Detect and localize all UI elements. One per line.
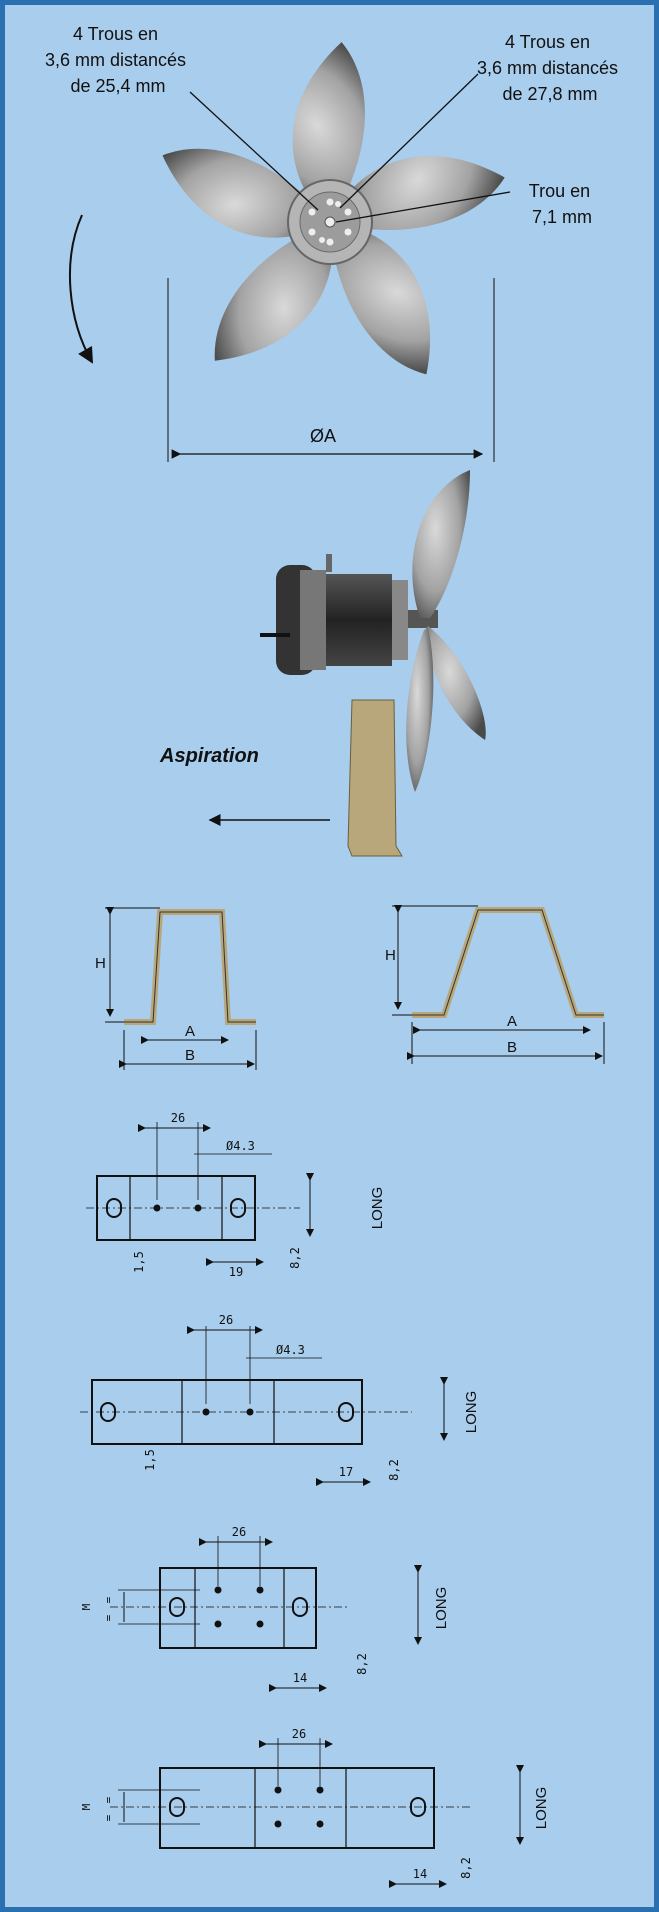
bracket-straight: H A B — [95, 907, 257, 1070]
plate-1-hole-right — [194, 1204, 202, 1212]
bracket-trapezoid: H A B — [385, 905, 605, 1064]
callout-hole-line1: Trou en — [529, 181, 590, 201]
plate-3-hole-4 — [256, 1620, 264, 1628]
callout-left-line2: 3,6 mm distancés — [45, 50, 186, 70]
callout-right-leader — [339, 73, 479, 209]
callout-left-line3: de 25,4 mm — [70, 76, 165, 96]
callout-right-line2: 3,6 mm distancés — [477, 58, 618, 78]
plate-3-label-26: 26 — [232, 1525, 246, 1539]
plate-3-hole-3 — [214, 1620, 222, 1628]
callout-left-leader — [189, 91, 319, 211]
plate-3-hole-2 — [256, 1586, 264, 1594]
fan-side-view: Aspiration — [159, 470, 486, 857]
diameter-label: ØA — [310, 426, 336, 446]
plate-2-hole-right — [246, 1408, 254, 1416]
plate-1-hole-left — [153, 1204, 161, 1212]
plate-3-label-slot: 14 — [293, 1671, 307, 1685]
plate-3-label-eq-top: = — [102, 1596, 115, 1603]
plate-2-hole-left — [202, 1408, 210, 1416]
plate-drawing-1: 26 Ø4.3 1,5 19 LONG 8,2 — [86, 1111, 386, 1279]
plate-2-label-hole: Ø4.3 — [276, 1343, 305, 1357]
plate-1-label-26: 26 — [171, 1111, 185, 1125]
fan-top-view: 4 Trous en 3,6 mm distancés de 25,4 mm 4… — [45, 24, 623, 462]
mounting-bracket — [347, 699, 403, 857]
plate-1-label-height: 8,2 — [288, 1247, 302, 1269]
bracket-trapezoid-profile — [412, 907, 604, 1018]
plate-2-label-offset: 1,5 — [143, 1449, 157, 1471]
bracket-trapezoid-h-label: H — [385, 947, 396, 964]
plate-1-slot-right — [230, 1198, 246, 1218]
plate-4-label-m: M — [80, 1803, 93, 1810]
plate-2-slot-left — [100, 1402, 116, 1422]
bracket-trapezoid-outline — [412, 909, 604, 1016]
fan-blades — [162, 42, 505, 375]
plate-3-slot-left — [169, 1597, 185, 1617]
plate-4-slot-left — [169, 1797, 185, 1817]
plate-4-label-eq-top: = — [102, 1796, 115, 1803]
bracket-trapezoid-b-label: B — [507, 1039, 517, 1056]
plate-4-slot-right — [410, 1797, 426, 1817]
motor-body — [326, 574, 392, 666]
plate-4-hole-3 — [274, 1820, 282, 1828]
plate-2-label-long: LONG — [463, 1391, 480, 1434]
bracket-straight-b-label: B — [185, 1047, 195, 1064]
bracket-straight-profile — [124, 909, 256, 1025]
plate-2-slot-right — [338, 1402, 354, 1422]
callout-hole-text: Trou en 7,1 mm — [529, 181, 595, 227]
airflow-label: Aspiration — [159, 745, 259, 767]
plate-1-label-slot: 19 — [229, 1265, 243, 1279]
plate-2-label-26: 26 — [219, 1313, 233, 1327]
plate-3-label-m: M — [80, 1603, 93, 1610]
plate-3-label-height: 8,2 — [355, 1653, 369, 1675]
motor-ribs — [300, 570, 326, 670]
callout-hole-line2: 7,1 mm — [532, 207, 592, 227]
motor-terminal — [326, 554, 332, 572]
plate-3-hole-1 — [214, 1586, 222, 1594]
callout-right-line3: de 27,8 mm — [502, 84, 597, 104]
plate-drawing-2: 26 Ø4.3 1,5 17 LONG 8,2 — [80, 1313, 480, 1486]
plate-4-hole-1 — [274, 1786, 282, 1794]
callout-right-line1: 4 Trous en — [505, 32, 590, 52]
bracket-straight-a-label: A — [185, 1023, 195, 1040]
side-blade-lower — [406, 628, 434, 792]
plate-1-label-offset: 1,5 — [132, 1251, 146, 1273]
bracket-trapezoid-a-label: A — [507, 1013, 517, 1030]
plate-1-slot-left — [106, 1198, 122, 1218]
plate-1-label-hole: Ø4.3 — [226, 1139, 255, 1153]
callout-left-line1: 4 Trous en — [73, 24, 158, 44]
rotation-arrow-icon — [69, 214, 93, 364]
plate-3-label-long: LONG — [433, 1587, 450, 1630]
plate-drawing-3: 26 M = = 14 LONG 8,2 — [80, 1525, 450, 1692]
plate-drawing-4: 26 M = = 14 LONG 8,2 — [80, 1727, 550, 1888]
callout-left-text: 4 Trous en 3,6 mm distancés de 25,4 mm — [45, 24, 191, 96]
motor-ring — [392, 580, 408, 660]
plate-2-label-height: 8,2 — [387, 1459, 401, 1481]
plate-4-hole-4 — [316, 1820, 324, 1828]
bracket-straight-outline — [124, 911, 256, 1023]
side-blade-right — [425, 626, 486, 740]
plate-2-label-slot: 17 — [339, 1465, 353, 1479]
callout-right-text: 4 Trous en 3,6 mm distancés de 27,8 mm — [477, 32, 623, 104]
plate-3-slot-right — [292, 1597, 308, 1617]
side-blade-upper — [412, 470, 470, 618]
plate-4-label-26: 26 — [292, 1727, 306, 1741]
plate-4-label-eq-bottom: = — [102, 1814, 115, 1821]
plate-3-label-eq-bottom: = — [102, 1614, 115, 1621]
plate-4-label-long: LONG — [533, 1787, 550, 1830]
bracket-straight-h-label: H — [95, 955, 106, 972]
plate-4-outline — [159, 1767, 435, 1849]
plate-3-outline — [159, 1567, 317, 1649]
plate-4-hole-2 — [316, 1786, 324, 1794]
callout-hole-leader — [335, 191, 511, 223]
plate-4-label-slot: 14 — [413, 1867, 427, 1881]
plate-1-label-long: LONG — [369, 1187, 386, 1230]
plate-4-label-height: 8,2 — [459, 1857, 473, 1879]
